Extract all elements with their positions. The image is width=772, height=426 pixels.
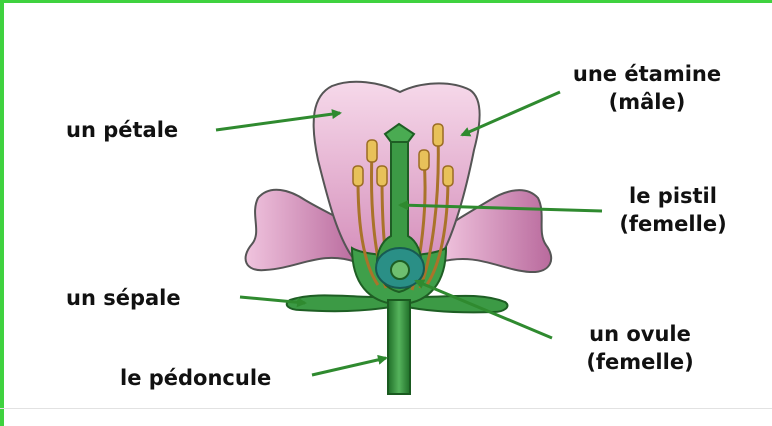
peduncle (388, 300, 410, 394)
label-pistil: le pistil (femelle) (598, 182, 748, 238)
label-pistil-line2: (femelle) (598, 210, 748, 238)
label-petale: un pétale (66, 116, 178, 144)
label-pedoncule: le pédoncule (120, 364, 271, 392)
ovule (391, 261, 409, 279)
label-pistil-line1: le pistil (598, 182, 748, 210)
label-etamine-line2: (mâle) (552, 88, 742, 116)
label-ovule: un ovule (femelle) (560, 320, 720, 376)
label-etamine: une étamine (mâle) (552, 60, 742, 116)
label-ovule-line2: (femelle) (560, 348, 720, 376)
label-sepale: un sépale (66, 284, 181, 312)
label-ovule-line1: un ovule (560, 320, 720, 348)
arrow-pedoncule (312, 358, 386, 375)
label-etamine-line1: une étamine (552, 60, 742, 88)
